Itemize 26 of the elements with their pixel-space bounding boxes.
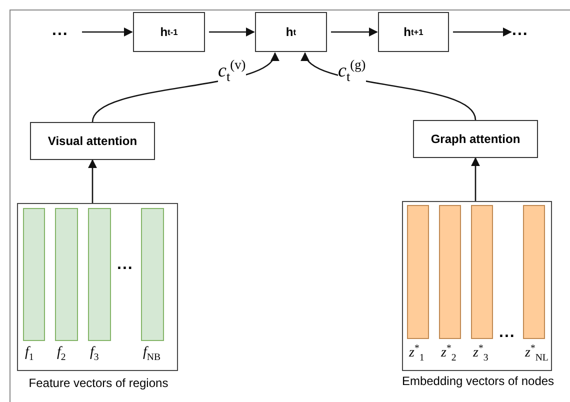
ellipsis-text: ... (512, 22, 538, 42)
arrow (209, 27, 255, 37)
ellipsis-text: ... (499, 324, 516, 342)
vector-label: f$_{1}$ (25, 345, 34, 363)
panel-caption: Embedding vectors of nodes (400, 374, 556, 388)
vector-bar (23, 208, 45, 341)
ellipsis-text: ... (117, 256, 134, 274)
vector-label: f$_{3}$ (90, 345, 99, 363)
arrow (88, 159, 98, 203)
arrow (82, 27, 133, 37)
attention-box: Visual attention (30, 122, 155, 160)
vector-bar (88, 208, 111, 341)
vector-bar (471, 205, 493, 339)
vector-bar (407, 205, 429, 339)
attention-box: Graph attention (413, 120, 538, 158)
vector-label: f$_{2}$ (57, 345, 66, 363)
arrow (470, 157, 480, 201)
panel-caption: Feature vectors of regions (28, 376, 170, 390)
vector-bar (141, 208, 164, 341)
vector-label: f$_{NB}$ (143, 345, 161, 363)
arrow (453, 27, 512, 37)
vector-bar (439, 205, 461, 339)
vector-bar (55, 208, 78, 341)
ellipsis-text: ... (52, 22, 78, 42)
vector-bar (523, 205, 545, 339)
arrow (331, 27, 378, 37)
